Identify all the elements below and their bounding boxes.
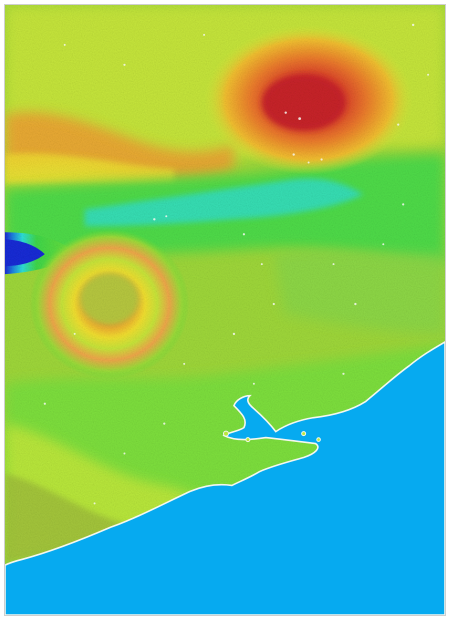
eastern-upland xyxy=(273,249,445,334)
islet xyxy=(245,437,251,443)
sea xyxy=(5,340,445,615)
deep-valley-core xyxy=(5,239,45,267)
river-channel xyxy=(84,178,364,227)
olive-patch xyxy=(5,473,125,564)
speckle-layer xyxy=(43,23,430,505)
islet xyxy=(223,430,229,437)
yellow-ridge xyxy=(5,153,175,185)
elevation-map xyxy=(4,4,446,616)
elevation-map-canvas xyxy=(5,5,445,615)
peak-summit xyxy=(261,74,346,131)
southwest-hill-top xyxy=(79,273,140,325)
islet xyxy=(316,437,321,442)
islet xyxy=(301,431,307,437)
